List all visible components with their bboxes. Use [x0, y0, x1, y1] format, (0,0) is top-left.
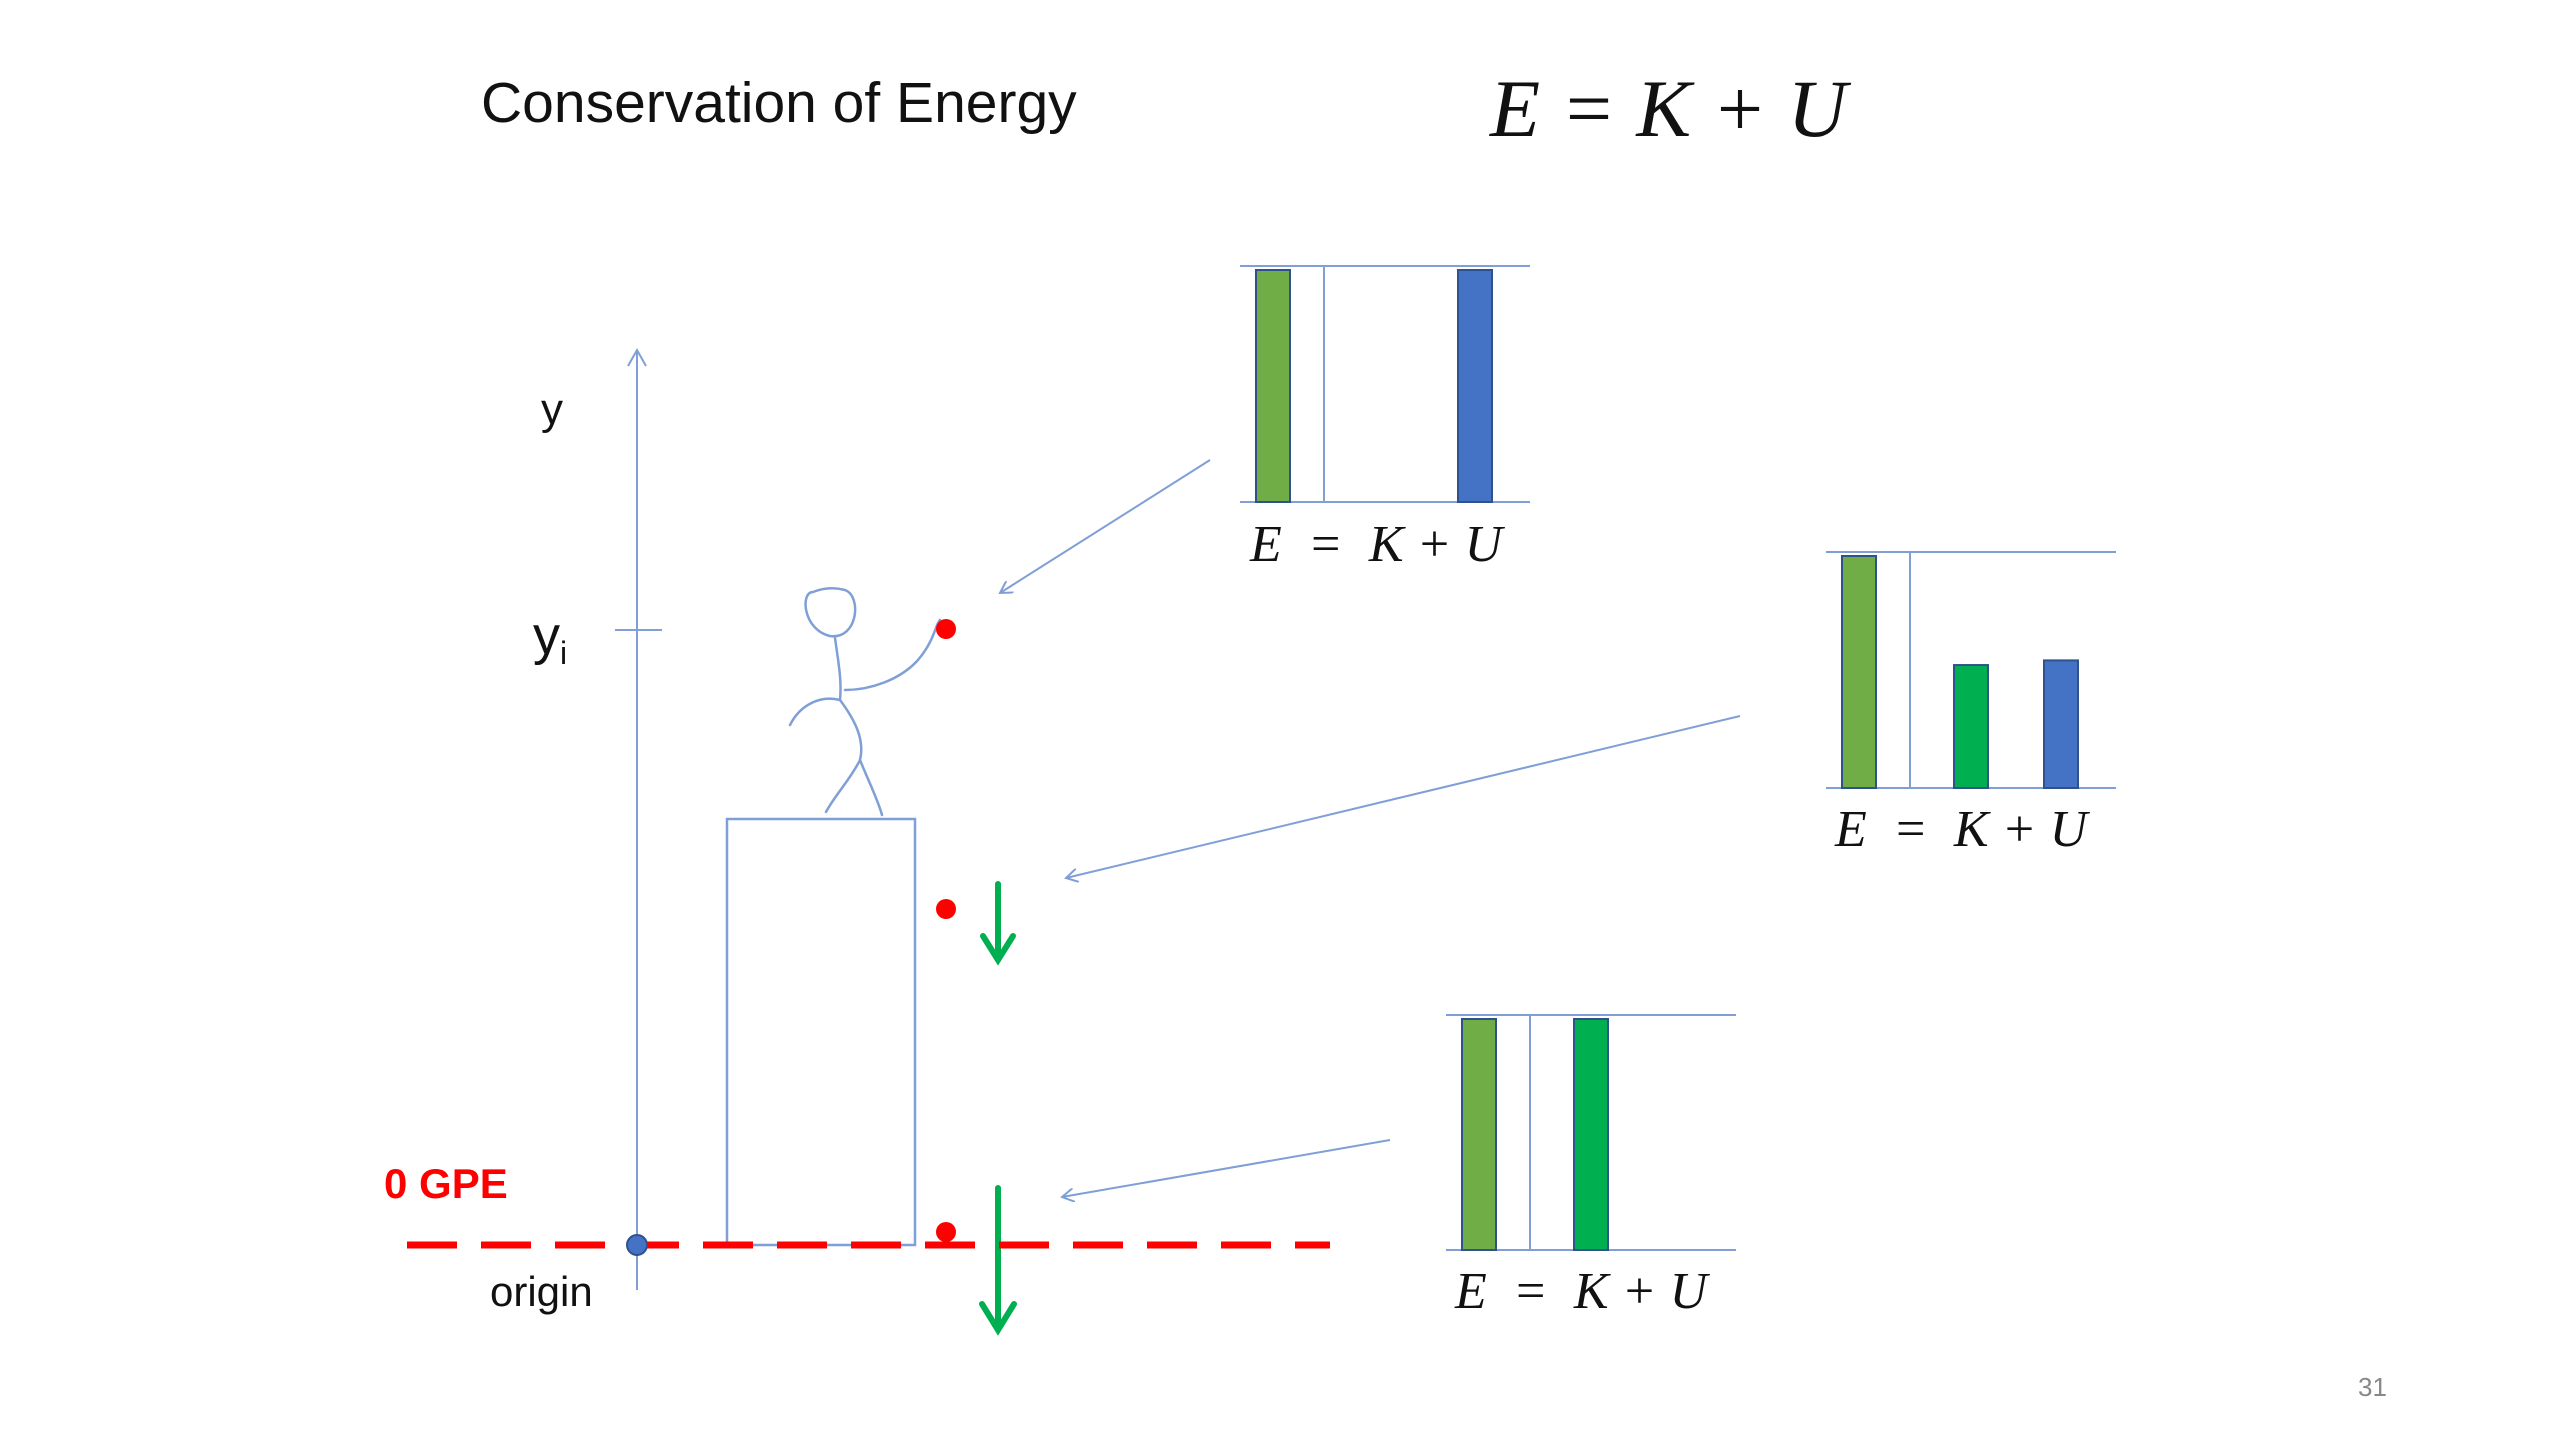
pointer-arrow-top [1000, 459, 1211, 593]
bar-e [1461, 1018, 1497, 1251]
stick-figure [788, 587, 942, 817]
energy-equation-bottom: E = K + U [1455, 1263, 1708, 1320]
velocity-arrow-middle [980, 881, 1016, 966]
origin-label: origin [490, 1268, 593, 1315]
yi-label-subscript: i [560, 635, 568, 671]
pointer-arrow-middle [1066, 715, 1741, 878]
page-number: 31 [2358, 1372, 2387, 1402]
energy-equation-middle: E = K + U [1835, 801, 2088, 858]
ball-bottom [936, 1222, 956, 1242]
main-formula: E = K + U [1490, 63, 1847, 154]
energy-equation-top: E = K + U [1250, 516, 1503, 573]
bar-u [2043, 659, 2079, 790]
y-axis-arrowhead [627, 347, 647, 367]
energy-chart-top [1240, 265, 1530, 503]
bar-e [1841, 555, 1877, 789]
energy-chart-bottom [1446, 1014, 1736, 1251]
origin-dot [626, 1234, 648, 1256]
platform [725, 817, 917, 1247]
slide-title: Conservation of Energy [481, 71, 1077, 135]
pointer-arrow-bottom [1062, 1139, 1391, 1197]
velocity-arrow-bottom [979, 1185, 1017, 1336]
ball-top [936, 619, 956, 639]
ball-middle [936, 899, 956, 919]
zero-gpe-label: 0 GPE [384, 1160, 508, 1207]
bar-k [1573, 1018, 1609, 1251]
y-axis-label: y [541, 385, 563, 434]
energy-chart-middle [1826, 551, 2116, 790]
bar-e [1255, 269, 1291, 503]
bar-k [1953, 664, 1989, 789]
yi-label: yi [533, 605, 567, 672]
yi-label-base: y [533, 606, 560, 666]
bar-u [1457, 269, 1493, 503]
